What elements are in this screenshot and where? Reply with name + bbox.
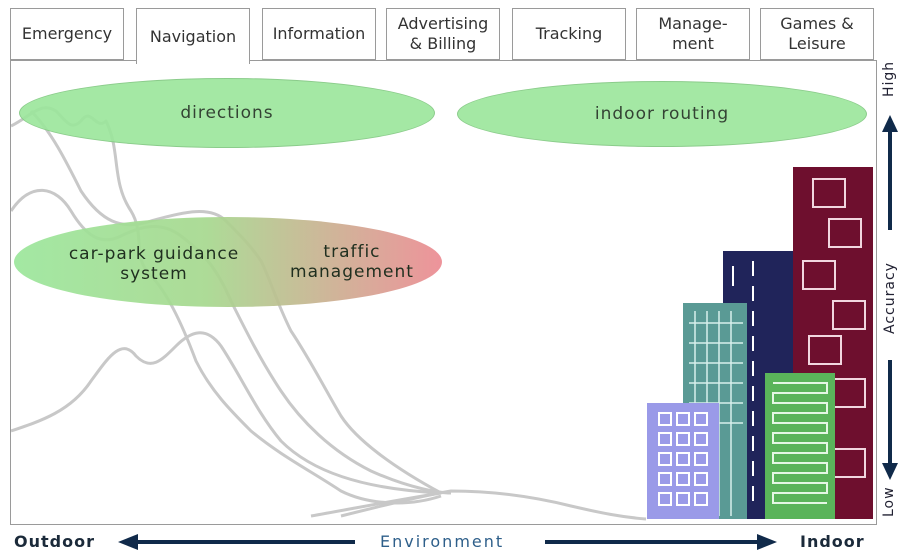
tab-information[interactable]: Information [262,8,376,60]
service-traffic-management[interactable]: traffic management [267,237,437,287]
tab-advertising-billing[interactable]: Advertising & Billing [386,8,500,60]
tab-tracking[interactable]: Tracking [512,8,626,60]
accuracy-axis-arrow [882,115,898,480]
service-directions[interactable]: directions [19,78,435,148]
terrain-lines [11,106,647,521]
service-indoor-routing[interactable]: indoor routing [457,81,867,147]
building-green [765,373,835,519]
buildings [647,167,873,519]
building-lilac [647,403,719,519]
tab-navigation[interactable]: Navigation [136,8,250,64]
service-directions-label: directions [180,103,274,123]
terrain-line-5 [340,489,647,521]
terrain-line-3 [11,331,442,495]
accuracy-axis-label: Accuracy [882,262,898,334]
scene-drawing [11,106,873,521]
diagram-panel: directions indoor routing car-park guida… [10,60,877,525]
service-car-park-guidance-label: car-park guidance system [68,244,240,284]
accuracy-high-label: High [881,60,897,97]
tab-emergency[interactable]: Emergency [10,8,124,60]
service-traffic-management-label: traffic management [290,242,414,282]
service-indoor-routing-label: indoor routing [594,104,730,124]
tab-management[interactable]: Manage- ment [636,8,750,60]
environment-outdoor-label: Outdoor [14,532,95,551]
environment-indoor-label: Indoor [800,532,865,551]
environment-axis-arrow [118,534,777,550]
ellipse-car-park-traffic-shape [14,217,442,307]
terrain-line-6 [310,491,442,518]
service-car-park-guidance[interactable]: car-park guidance system [39,239,269,289]
accuracy-low-label: Low [881,486,897,517]
tab-games-leisure[interactable]: Games & Leisure [760,8,874,60]
environment-axis-label: Environment [380,532,505,551]
